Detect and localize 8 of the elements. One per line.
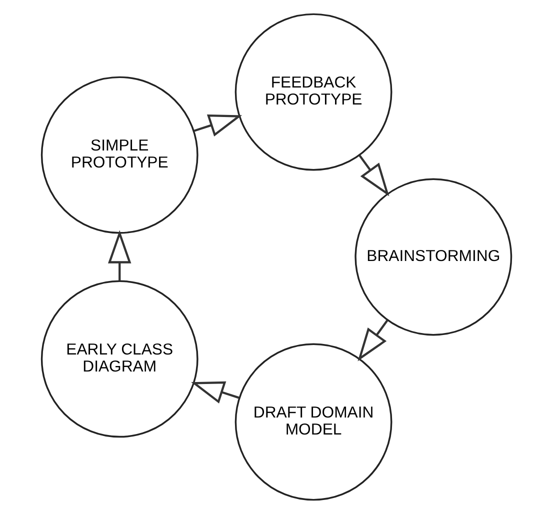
- arrow: [357, 320, 388, 362]
- arrow: [190, 381, 239, 404]
- node-circle: DRAFT DOMAIN MODEL: [234, 343, 392, 501]
- arrow: [193, 114, 242, 137]
- arrow: [108, 230, 131, 281]
- node-circle: EARLY CLASS DIAGRAM: [40, 280, 198, 438]
- node-circle: SIMPLE PROTOTYPE: [40, 76, 198, 234]
- arrow: [358, 154, 389, 196]
